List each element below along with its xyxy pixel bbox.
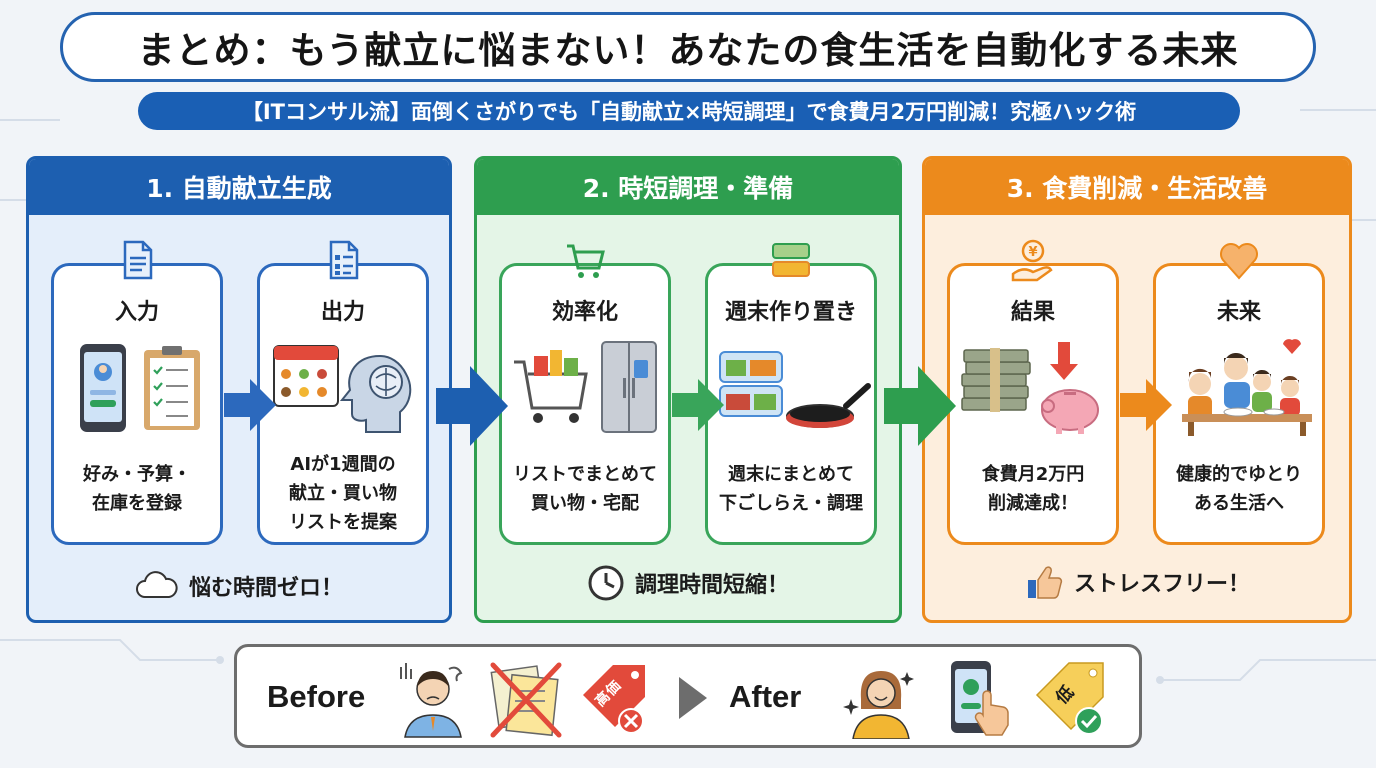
card-description: AIが1週間の 献立・買い物 リストを提案: [266, 450, 420, 537]
panel-auto-menu: 1. 自動献立生成 入力 好み・予算・ 在庫を登録: [26, 156, 452, 623]
card-title: 出力: [320, 300, 365, 325]
thumbs-up-icon: [1027, 566, 1063, 599]
arrow-right-icon: [884, 366, 956, 446]
card-title: 効率化: [551, 300, 618, 325]
money-piggybank-illustration: [961, 342, 1099, 434]
crossed-out-list-icon: [490, 662, 562, 738]
happy-woman-icon: [843, 671, 914, 739]
high-price-tag-icon: 高価: [579, 661, 653, 739]
smartphone-tap-icon: [951, 661, 1009, 736]
checklist-icon: [329, 240, 359, 280]
page-title: まとめ：もう献立に悩まない！あなたの食生活を自動化する未来: [60, 12, 1316, 82]
phone-clipboard-illustration: [80, 344, 200, 432]
card-input: 入力 好み・予算・ 在庫を登録: [51, 240, 223, 545]
arrow-right-icon: [1120, 379, 1172, 431]
card-future: 未来 健康的でゆとり ある生活へ: [1153, 243, 1325, 545]
card-text-line: 買い物・宅配: [531, 493, 639, 514]
panel-heading: 2. 時短調理・準備: [477, 159, 899, 215]
arrow-right-icon: [224, 379, 276, 431]
card-efficiency: 効率化 リストでまとめて 買い物・宅配: [499, 244, 671, 545]
cart-icon: [567, 244, 605, 278]
card-description: 健康的でゆとり ある生活へ: [1162, 460, 1316, 518]
low-price-tag-icon: 低: [1033, 659, 1113, 739]
panel-heading: 3. 食費削減・生活改善: [925, 159, 1349, 215]
containers-pan-illustration: [719, 351, 871, 428]
panel-footer: ストレスフリー！: [925, 562, 1349, 602]
heart-icon: [1220, 243, 1258, 280]
card-text-line: リストでまとめて: [513, 464, 657, 485]
card-text-line: 削減達成！: [988, 493, 1078, 514]
card-title: 週末作り置き: [724, 300, 857, 325]
family-dinner-illustration: [1182, 339, 1312, 436]
card-text-line: 健康的でゆとり: [1176, 464, 1302, 485]
panel-footer: 調理時間短縮！: [477, 564, 899, 602]
calendar-ai-brain-illustration: [273, 345, 412, 433]
card-result: ¥ 結果 食費月2万円 削減達成！: [947, 239, 1119, 545]
footer-text: 調理時間短縮！: [634, 573, 789, 598]
card-text-line: 在庫を登録: [92, 493, 182, 514]
panel-quick-cooking: 2. 時短調理・準備 効率化 リストでまとめて 買い物・宅配: [474, 156, 902, 623]
panel-heading: 1. 自動献立生成: [29, 159, 449, 215]
play-arrow-icon: [679, 677, 707, 719]
stressed-man-icon: [400, 663, 463, 738]
card-description: 週末にまとめて 下ごしらえ・調理: [714, 460, 868, 518]
card-text-line: 食費月2万円: [981, 464, 1085, 485]
card-title: 入力: [114, 300, 159, 325]
card-description: 食費月2万円 削減達成！: [956, 460, 1110, 518]
card-text-line: AIが1週間の: [290, 454, 396, 475]
card-text-line: 献立・買い物: [289, 483, 397, 504]
after-label: After: [729, 679, 802, 714]
container-icon: [772, 243, 810, 277]
footer-text: ストレスフリー！: [1073, 572, 1250, 597]
panel-footer: 悩む時間ゼロ！: [29, 570, 449, 602]
before-after-comparison: Before 高価 After: [234, 644, 1142, 748]
card-text-line: 好み・予算・: [83, 464, 191, 485]
card-description: 好み・予算・ 在庫を登録: [60, 460, 214, 518]
yen-hand-icon: ¥: [1011, 239, 1053, 282]
arrow-right-icon: [436, 366, 508, 446]
card-description: リストでまとめて 買い物・宅配: [508, 460, 662, 518]
card-output: 出力 AIが1週間の 献立・買い物 リストを提案: [257, 240, 429, 545]
arrow-right-icon: [672, 379, 724, 431]
page-subtitle: 【ITコンサル流】面倒くさがりでも「自動献立×時短調理」で食費月2万円削減！究極…: [138, 92, 1240, 130]
clock-icon: [588, 565, 624, 601]
svg-text:¥: ¥: [1028, 245, 1037, 260]
card-text-line: 週末にまとめて: [728, 464, 854, 485]
document-icon: [123, 240, 153, 280]
card-text-line: ある生活へ: [1194, 493, 1284, 514]
card-text-line: 下ごしらえ・調理: [719, 493, 863, 514]
panel-cost-reduction: 3. 食費削減・生活改善 ¥ 結果 食費月2万円 削減達成！: [922, 156, 1352, 623]
card-title: 結果: [1010, 300, 1055, 325]
card-text-line: リストを提案: [289, 512, 397, 533]
cloud-icon: [136, 571, 178, 598]
before-label: Before: [267, 679, 366, 714]
card-title: 未来: [1216, 300, 1261, 325]
footer-text: 悩む時間ゼロ！: [188, 576, 343, 601]
cart-fridge-illustration: [514, 341, 657, 433]
card-meal-prep: 週末作り置き 週末にまとめて 下ごしらえ・調理: [705, 243, 877, 545]
